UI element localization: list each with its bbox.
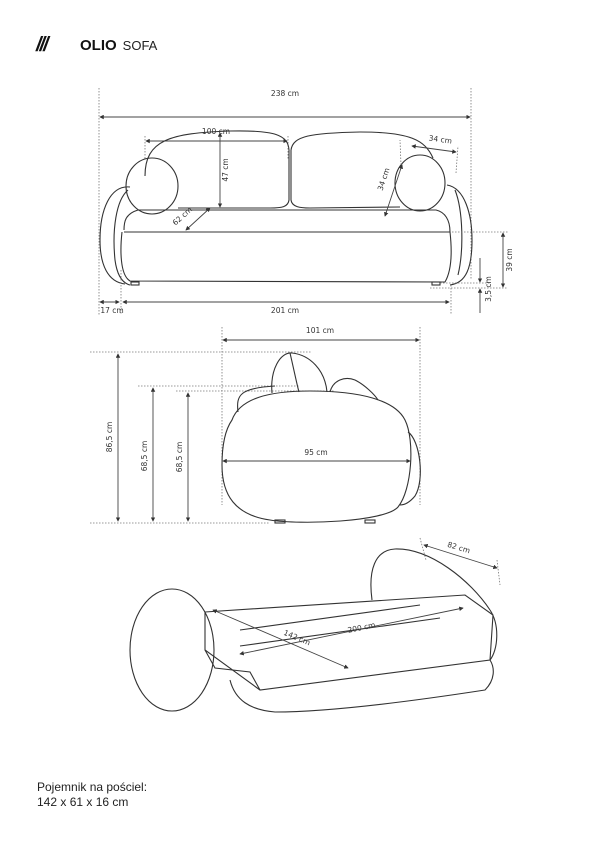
- bed-view: 82 cm 142 cm 200 cm: [129, 537, 501, 713]
- back-cushion-left: [144, 130, 290, 209]
- label-cushion-height: 47 cm: [221, 158, 230, 181]
- pillow-right: [394, 154, 446, 212]
- label-back-height: 68,5 cm: [175, 442, 184, 473]
- seat-cushion: [123, 209, 451, 233]
- label-arm-height: 68,5 cm: [140, 441, 149, 472]
- pillow-left: [125, 157, 179, 215]
- mattress: [204, 594, 494, 691]
- label-seat-height: 39 cm: [505, 248, 514, 271]
- side-body: [221, 390, 412, 523]
- label-sleeping-length: 200 cm: [347, 620, 376, 635]
- label-pillow-width: 34 cm: [428, 133, 452, 145]
- brand-name: OLIO: [80, 37, 117, 54]
- arm-right: [446, 184, 473, 286]
- label-leg-height: 3,5 cm: [484, 276, 493, 302]
- header: /// OLIO SOFA: [36, 34, 157, 57]
- bed-backrest: [370, 548, 491, 611]
- storage-note-title: Pojemnik na pościel:: [37, 780, 148, 794]
- label-total-width: 238 cm: [271, 89, 299, 98]
- sofa-base: [120, 231, 452, 283]
- bed-headrest: [129, 588, 215, 712]
- arm-left: [99, 186, 131, 285]
- side-view: 101 cm 86,5 cm 68,5 cm 68,5 cm 95 cm: [90, 326, 421, 524]
- front-view: 238 cm 100 cm 47 cm 62 cm 34 cm 34 cm: [98, 88, 514, 315]
- label-arm-width: 17 cm: [100, 306, 123, 315]
- label-total-height: 86,5 cm: [105, 422, 114, 453]
- brand-logo: ///: [36, 34, 49, 56]
- label-depth: 101 cm: [306, 326, 334, 335]
- label-side-seat-depth: 95 cm: [304, 448, 327, 457]
- label-seat-width: 201 cm: [271, 306, 299, 315]
- storage-note: Pojemnik na pościel: 142 x 61 x 16 cm: [37, 780, 147, 810]
- storage-note-dimensions: 142 x 61 x 16 cm: [37, 795, 129, 809]
- label-pillow-height: 34 cm: [376, 167, 392, 192]
- product-name: SOFA: [122, 38, 158, 53]
